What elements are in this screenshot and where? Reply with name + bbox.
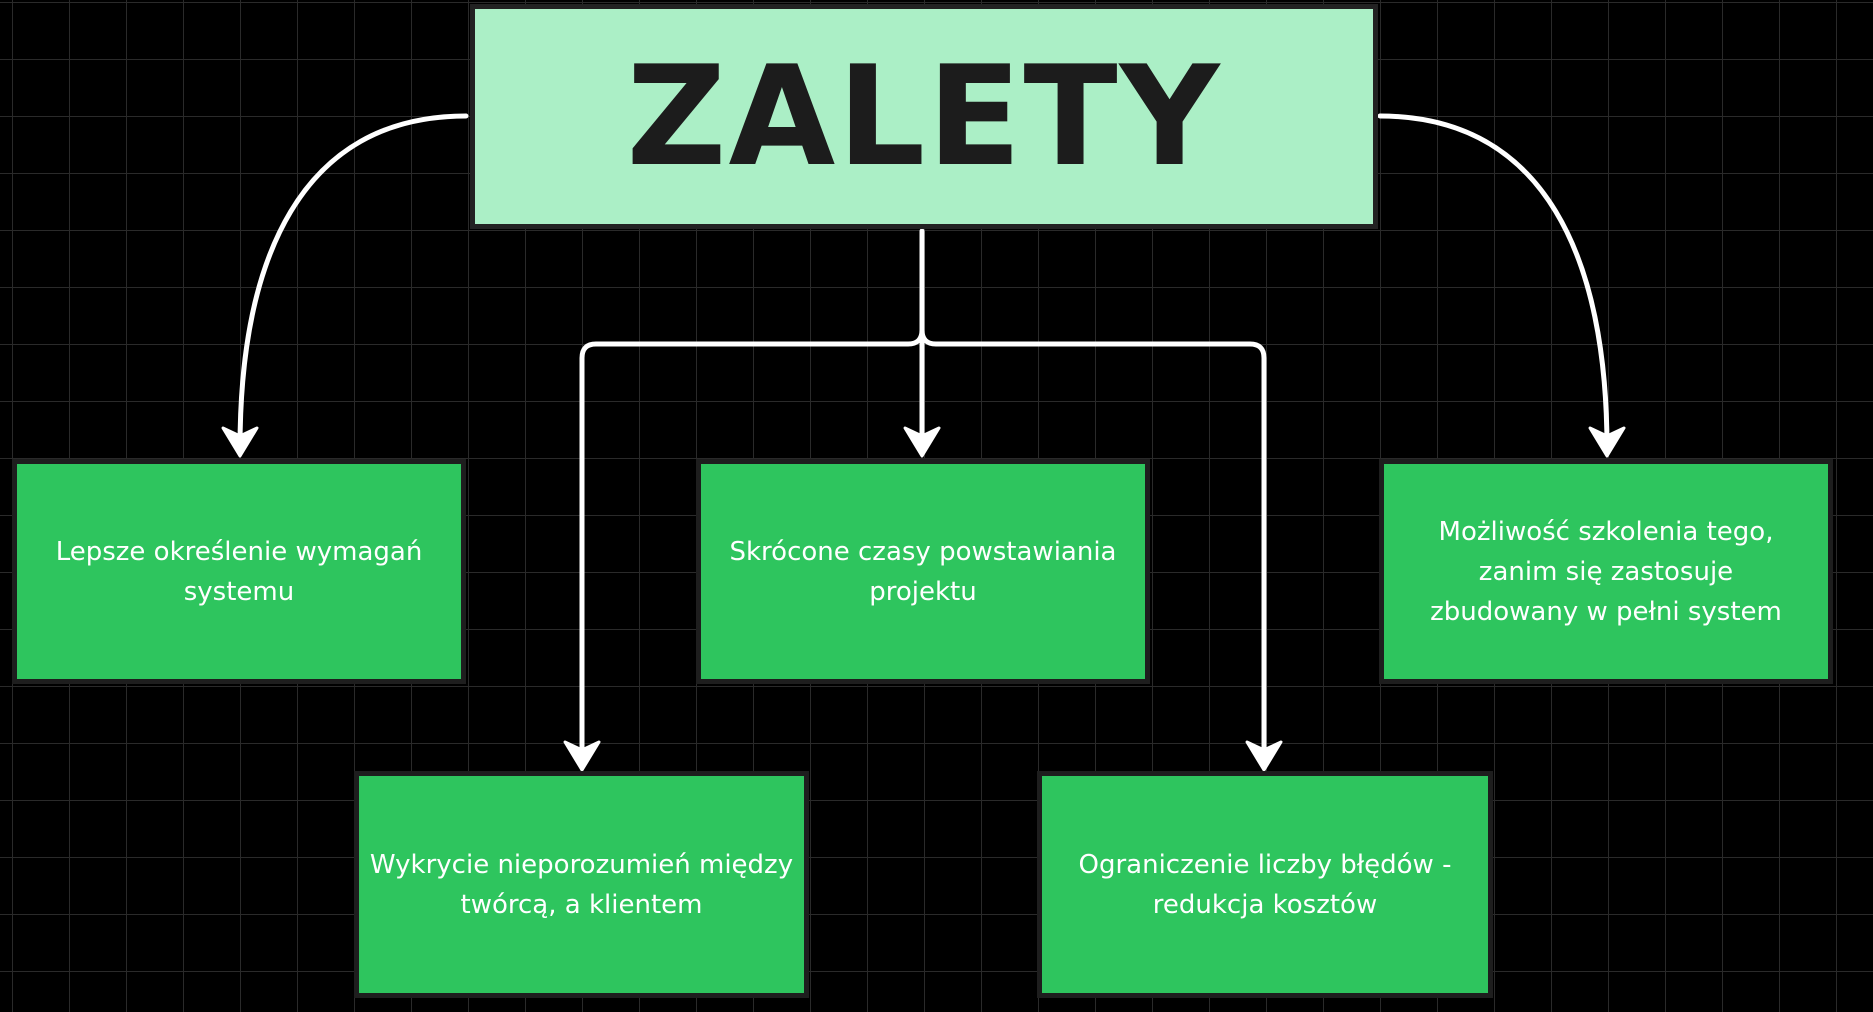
arrow-branch-left	[579, 327, 925, 766]
arrow-left	[237, 113, 469, 451]
node-fewer-errors[interactable]: Ograniczenie liczby błędów - redukcja ko…	[1037, 771, 1493, 998]
node-misunderstandings[interactable]: Wykrycie nieporozumień między twórcą, a …	[354, 771, 809, 998]
node-shorter-time[interactable]: Skrócone czasy powstawiania projektu	[696, 459, 1150, 684]
arrowhead-icon	[903, 426, 941, 458]
arrow-branch-right	[919, 327, 1267, 766]
title-text: ZALETY	[626, 36, 1222, 197]
node-text: Wykrycie nieporozumień między twórcą, a …	[369, 849, 794, 920]
arrow-right	[1377, 113, 1610, 451]
node-text: Możliwość szkolenia tego, zanim się zast…	[1430, 516, 1782, 627]
arrowhead-icon	[563, 740, 601, 772]
node-text: Lepsze określenie wymagań systemu	[55, 536, 423, 607]
node-text: Ograniczenie liczby błędów - redukcja ko…	[1078, 849, 1452, 920]
arrowhead-icon	[221, 426, 259, 458]
node-text: Skrócone czasy powstawiania projektu	[729, 536, 1117, 607]
arrowhead-icon	[1245, 740, 1283, 772]
node-requirements[interactable]: Lepsze określenie wymagań systemu	[12, 459, 466, 684]
arrowhead-icon	[1588, 426, 1626, 458]
node-training[interactable]: Możliwość szkolenia tego, zanim się zast…	[1379, 459, 1833, 684]
title-node[interactable]: ZALETY	[470, 4, 1378, 229]
